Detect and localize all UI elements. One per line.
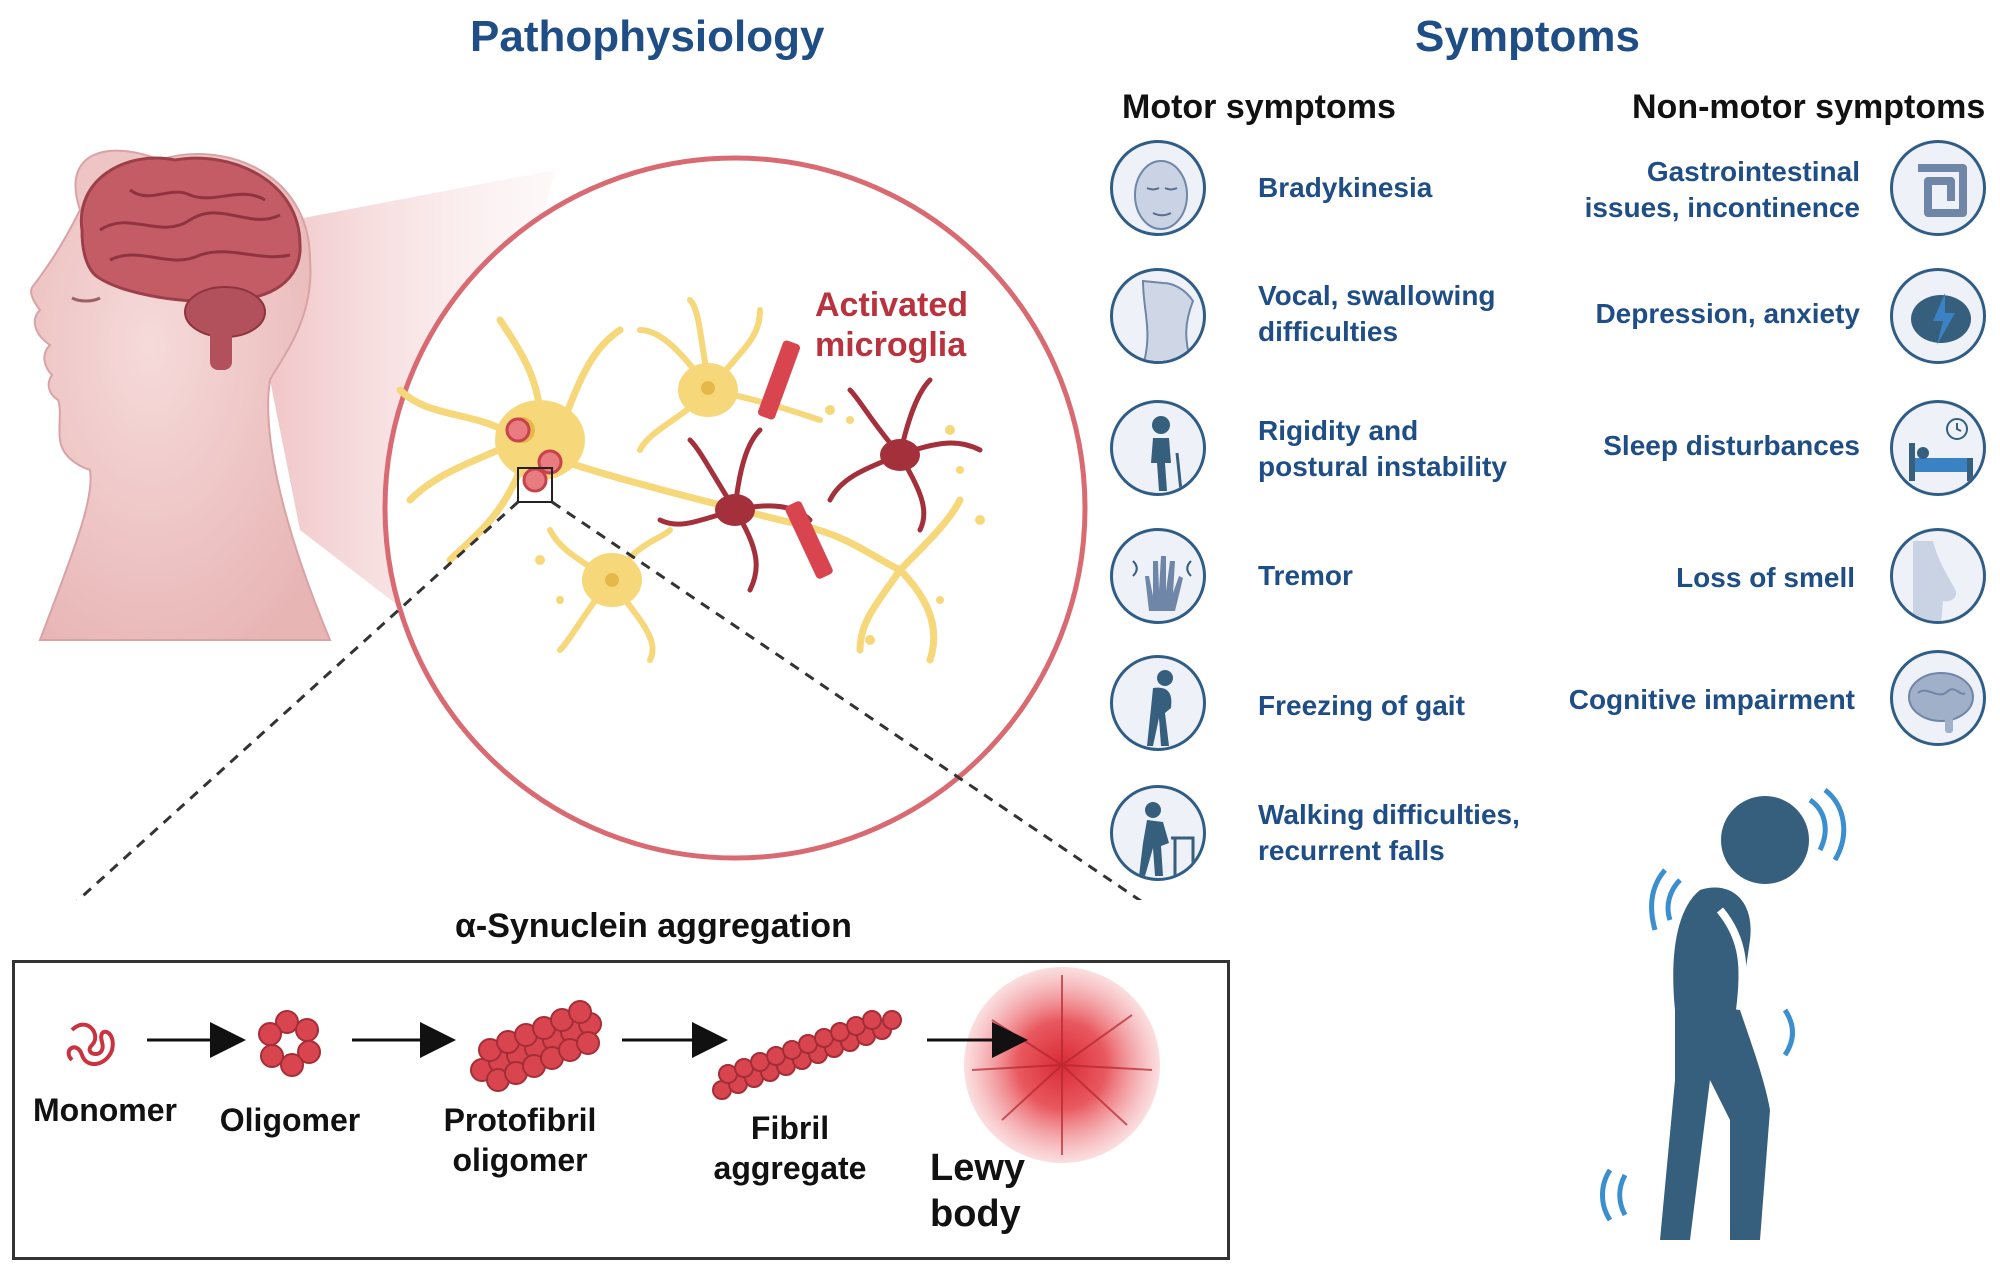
microglia-label-line-1: Activated — [815, 286, 969, 324]
stage-label-fibril: Fibril aggregate — [690, 1108, 890, 1188]
stage-protofibril-line-1: Protofibril — [443, 1102, 597, 1138]
motor-label-1-line-1: Bradykinesia — [1258, 172, 1433, 203]
stage-fibril-line-2: aggregate — [713, 1150, 867, 1186]
walker-icon — [1110, 785, 1206, 881]
nonmotor-label-4-line-1: Loss of smell — [1676, 562, 1855, 593]
stage-protofibril-line-2: oligomer — [452, 1142, 588, 1178]
nonmotor-label-2: Depression, anxiety — [1500, 296, 1860, 332]
motor-label-5: Freezing of gait — [1258, 688, 1465, 724]
nose-icon — [1890, 528, 1986, 624]
motor-label-1: Bradykinesia — [1258, 170, 1432, 206]
motor-label-6-line-2: recurrent falls — [1258, 835, 1445, 866]
stage-label-lewy: Lewy body — [930, 1145, 1050, 1237]
motor-label-2-line-2: difficulties — [1258, 316, 1399, 347]
aggregation-title: α-Synuclein aggregation — [455, 907, 852, 945]
motor-label-2: Vocal, swallowing difficulties — [1258, 278, 1496, 350]
motor-label-6: Walking difficulties, recurrent falls — [1258, 797, 1520, 869]
motor-label-3-line-1: Rigidity and — [1258, 415, 1419, 446]
intestine-icon — [1890, 140, 1986, 236]
motor-label-6-line-1: Walking difficulties, — [1258, 799, 1520, 830]
bed-clock-icon — [1890, 400, 1986, 496]
aggregation-box — [12, 960, 1230, 1260]
nonmotor-label-5-line-1: Cognitive impairment — [1568, 684, 1855, 715]
stage-fibril-line-1: Fibril — [750, 1110, 830, 1146]
motor-label-4-line-1: Tremor — [1258, 560, 1353, 591]
zoom-line-left — [76, 500, 520, 900]
motor-label-3: Rigidity and postural instability — [1258, 413, 1507, 485]
fibril-glyph — [712, 1010, 902, 1100]
elderly-cane-icon — [1110, 400, 1206, 496]
nonmotor-label-2-line-1: Depression, anxiety — [1595, 298, 1860, 329]
zoom-box — [517, 467, 553, 503]
stage-label-oligomer: Oligomer — [200, 1100, 380, 1140]
microglia-label: Activated microglia — [815, 285, 968, 365]
microglia-label-line-2: microglia — [815, 326, 967, 364]
symptoms-title: Symptoms — [1415, 12, 1640, 61]
nonmotor-label-1: Gastrointestinal issues, incontinence — [1500, 154, 1860, 226]
motor-label-2-line-1: Vocal, swallowing — [1258, 280, 1496, 311]
throat-icon — [1110, 268, 1206, 364]
oligomer-glyph — [258, 1010, 321, 1077]
nonmotor-label-4: Loss of smell — [1495, 560, 1855, 596]
nonmotor-heading: Non-motor symptoms — [1632, 88, 1986, 126]
aggregation-diagram — [66, 967, 1160, 1163]
shaking-hand-icon — [1110, 528, 1206, 624]
face-icon — [1110, 140, 1206, 236]
head-silhouette — [30, 149, 332, 641]
nonmotor-label-5: Cognitive impairment — [1495, 682, 1855, 718]
nonmotor-label-1-line-2: issues, incontinence — [1584, 192, 1860, 223]
nonmotor-label-3: Sleep disturbances — [1500, 428, 1860, 464]
motor-label-4: Tremor — [1258, 558, 1353, 594]
stage-label-monomer: Monomer — [20, 1090, 190, 1130]
protofibril-glyph — [470, 1000, 602, 1092]
stage-label-protofibril: Protofibril oligomer — [420, 1100, 620, 1180]
stage-monomer-line-1: Monomer — [33, 1092, 177, 1128]
tremor-person-figure — [1600, 788, 1847, 1240]
stooped-person-icon — [1110, 655, 1206, 751]
motor-heading: Motor symptoms — [1122, 88, 1396, 126]
motor-label-3-line-2: postural instability — [1258, 451, 1507, 482]
nonmotor-label-3-line-1: Sleep disturbances — [1603, 430, 1860, 461]
pathophysiology-illustration — [30, 149, 1143, 900]
motor-label-5-line-1: Freezing of gait — [1258, 690, 1465, 721]
stage-lewy-line-1: Lewy — [930, 1147, 1026, 1189]
pathophysiology-title: Pathophysiology — [470, 12, 825, 61]
stage-lewy-line-2: body — [930, 1193, 1021, 1235]
stage-oligomer-line-1: Oligomer — [219, 1102, 361, 1138]
monomer-glyph — [66, 1022, 115, 1066]
brain-icon — [1890, 650, 1986, 746]
brain-lightning-icon — [1890, 268, 1986, 364]
nonmotor-label-1-line-1: Gastrointestinal — [1646, 156, 1860, 187]
